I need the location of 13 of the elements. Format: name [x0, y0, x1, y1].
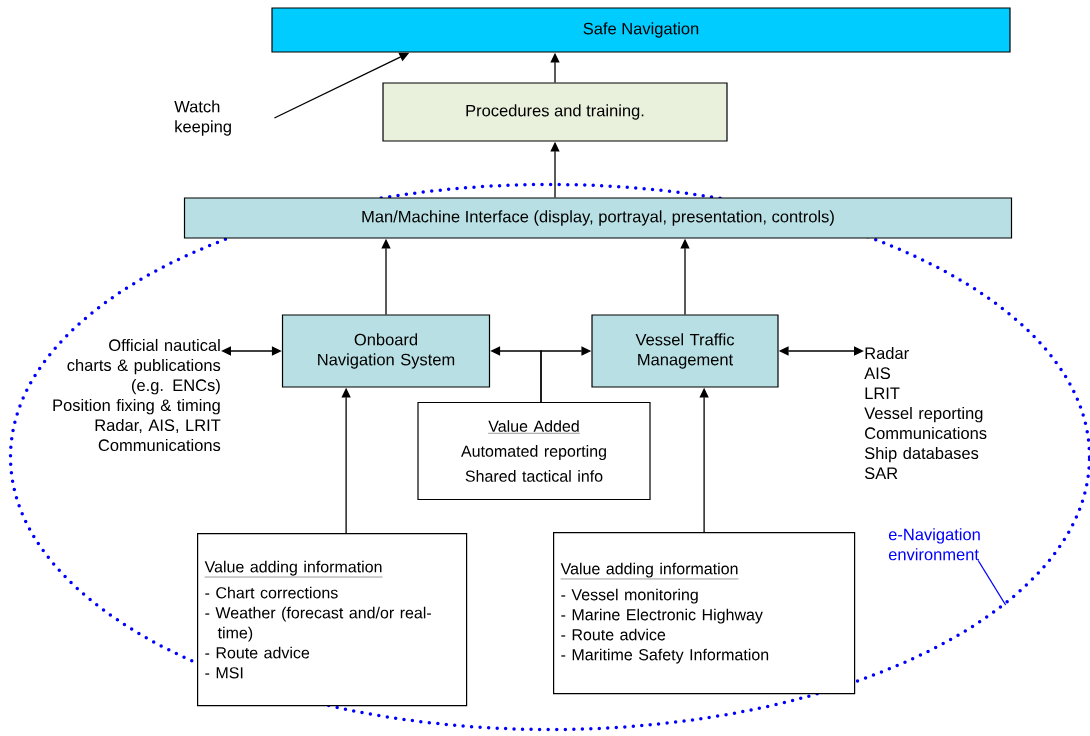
info-box: Value adding information - Vessel monitoring - Marine Electronic Highway - Route advice - Maritime Safety Information [553, 532, 856, 695]
leader-line [977, 559, 1007, 606]
area-label: e-Navigation environment [888, 528, 980, 561]
info-box: Value adding information - Chart corrections - Weather (forecast and/or real-time) - Route advice - MSI [197, 533, 468, 707]
process-box: Procedures and training. [382, 82, 728, 142]
process-box: Vessel Traffic Management [591, 314, 779, 388]
process-box: Man/Machine Interface (display, portrayal, presentation, controls) [183, 197, 1013, 239]
info-box: Value Added Automated reporting Shared tactical info [417, 401, 651, 501]
side-text: Watch keeping [174, 100, 231, 136]
process-box: Safe Navigation [271, 7, 1011, 53]
side-text: Radar AIS LRIT Vessel reporting Communications Ship databases SAR [864, 346, 987, 480]
process-box: Onboard Navigation System [281, 314, 491, 388]
side-text: Official nautical charts & publications (e.g. ENCs) Position fixing & timing Radar, AIS, LRIT Communications [53, 338, 221, 452]
